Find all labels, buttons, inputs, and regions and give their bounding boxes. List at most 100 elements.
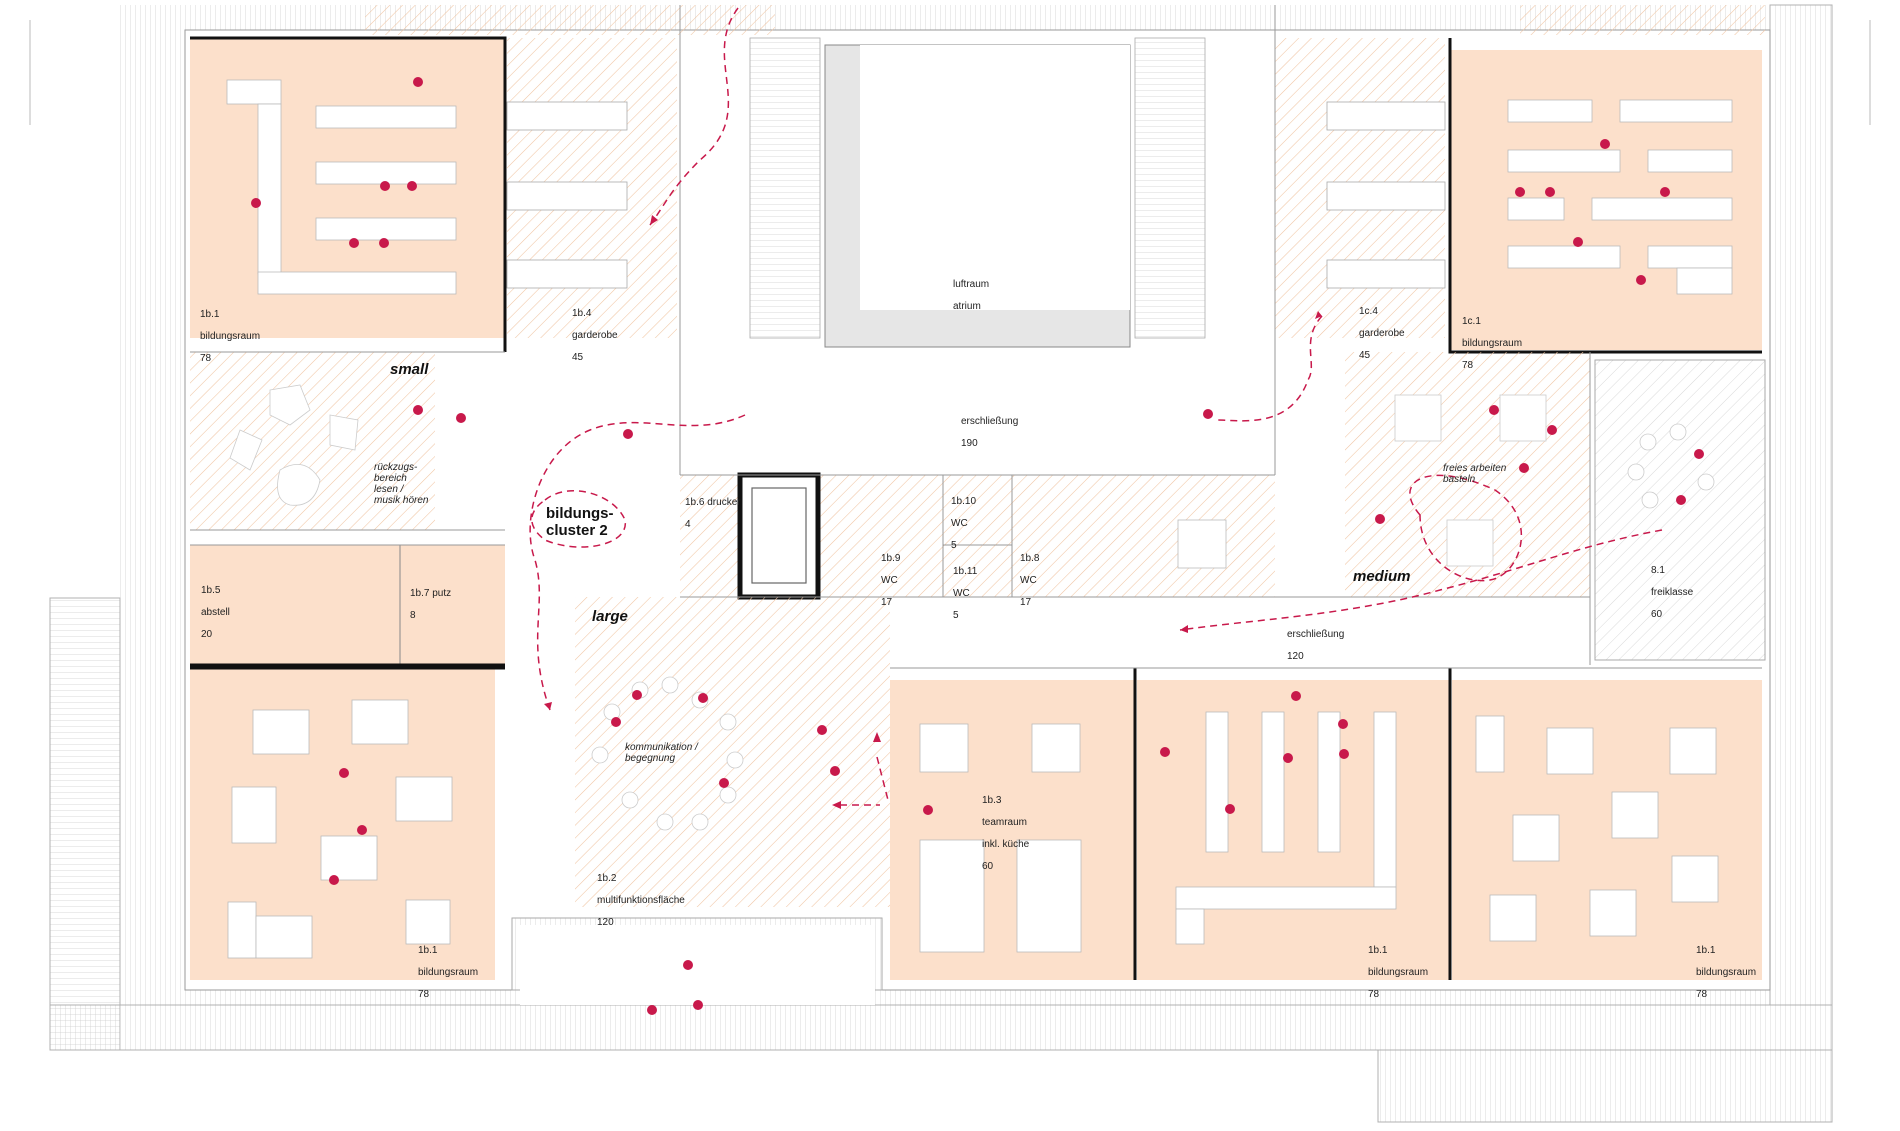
zone-small-hatch	[190, 352, 435, 530]
room-area: 120	[597, 917, 614, 928]
structure-lines	[190, 5, 1762, 669]
room-area: 17	[1020, 597, 1032, 608]
activity-kommunikation: kommunikation / begegnung	[625, 742, 698, 764]
path-arrowheads	[544, 215, 1322, 809]
room-1b1-bottom-middle-label: 1b.1 bildungsraum 78	[1368, 934, 1428, 1011]
room-name: erschließung	[961, 416, 1019, 427]
room-area: 78	[418, 989, 430, 1000]
room-code: 8.1	[1651, 565, 1665, 576]
stool-ring	[591, 676, 744, 831]
room-area: 78	[1696, 989, 1708, 1000]
room-area: 45	[572, 352, 584, 363]
atrium-void	[824, 44, 1131, 348]
room-1b1-bottom-right	[1452, 680, 1762, 980]
medium-furniture	[1394, 394, 1547, 567]
room-area: 45	[1359, 350, 1371, 361]
room-1c4-label: 1c.4 garderobe 45	[1359, 295, 1405, 372]
stairs-left	[749, 37, 821, 339]
lounge-furniture	[229, 384, 359, 506]
activity-rueckzug: rückzugs- bereich lesen / musik hören	[374, 462, 429, 506]
room-code: 1b.11	[953, 566, 978, 577]
room-name: luftraum	[953, 279, 990, 290]
zone-small-title: small	[390, 361, 429, 378]
room-name: bildungsraum	[1462, 338, 1523, 349]
room-area: 78	[1462, 360, 1474, 371]
room-1b6-label: 1b.6 drucker 4	[685, 486, 741, 541]
cluster-title: bildungs- cluster 2	[546, 505, 614, 539]
room-name: teamraum	[982, 817, 1028, 828]
core-wc	[680, 472, 1275, 600]
room-name: WC	[953, 588, 970, 599]
room-81-label: 8.1 freiklasse 60	[1651, 554, 1693, 631]
zone-medium-title: medium	[1353, 568, 1411, 585]
lower-terrace	[511, 917, 883, 1005]
room-1b1-bottom-left-label: 1b.1 bildungsraum 78	[418, 934, 478, 1011]
room-name: freiklasse	[1651, 587, 1694, 598]
room-1b1-bottom-middle	[1137, 680, 1449, 980]
room-1b3-label: 1b.3 teamraum inkl. küche 60	[982, 784, 1029, 883]
room-1b10-label: 1b.10 WC 5	[951, 485, 976, 562]
room-area: 190	[961, 438, 978, 449]
room-code: 1c.1	[1462, 316, 1481, 327]
room-1b2-label: 1b.2 multifunktionsfläche 120	[597, 862, 685, 939]
room-name: WC	[951, 518, 968, 529]
room-code: 1b.2	[597, 873, 617, 884]
atrium-label: luftraum atrium	[953, 268, 989, 323]
room-1c1	[1448, 38, 1762, 354]
room-1b11-label: 1b.11 WC 5	[953, 555, 977, 632]
room-name: WC	[881, 575, 898, 586]
room-area: 20	[201, 629, 213, 640]
room-area: 5	[951, 540, 957, 551]
erschliessung-top-label: erschließung 190	[961, 405, 1018, 460]
room-subname: atrium	[953, 301, 981, 312]
room-1b1-top-left	[190, 36, 507, 352]
room-1b7-label: 1b.7 putz 8	[410, 577, 451, 632]
room-area: 120	[1287, 651, 1304, 662]
room-name: garderobe	[1359, 328, 1405, 339]
room-area: 78	[200, 353, 212, 364]
room-area: 5	[953, 610, 959, 621]
freiklasse	[1594, 359, 1766, 661]
room-1b5-label: 1b.5 abstell 20	[201, 574, 230, 651]
room-code: 1b.4	[572, 308, 592, 319]
stairs-right	[1134, 37, 1206, 339]
room-subname: inkl. küche	[982, 839, 1030, 850]
room-1b1-bottom-left	[190, 666, 505, 980]
room-code: 1b.9	[881, 553, 901, 564]
chair-markers	[251, 77, 1704, 1015]
room-name: bildungsraum	[1368, 967, 1429, 978]
room-code: 1b.8	[1020, 553, 1040, 564]
room-code: 1b.1	[1368, 945, 1388, 956]
garderobe-benches-left	[506, 101, 628, 289]
room-name: garderobe	[572, 330, 618, 341]
room-name: bildungsraum	[418, 967, 479, 978]
room-1b4-label: 1b.4 garderobe 45	[572, 297, 618, 374]
room-1b3	[890, 680, 1135, 980]
activity-freies-arbeiten: freies arbeiten basteln	[1443, 463, 1507, 485]
room-area: 78	[1368, 989, 1380, 1000]
room-1b1-bottom-right-label: 1b.1 bildungsraum 78	[1696, 934, 1756, 1011]
room-name: bildungsraum	[200, 331, 261, 342]
room-name: erschließung	[1287, 629, 1345, 640]
room-name: multifunktionsfläche	[597, 895, 685, 906]
room-name: abstell	[201, 607, 230, 618]
room-name: bildungsraum	[1696, 967, 1757, 978]
room-name: WC	[1020, 575, 1037, 586]
room-code: 1c.4	[1359, 306, 1378, 317]
zone-large-title: large	[592, 608, 628, 625]
erschliessung-bottom-label: erschließung 120	[1287, 618, 1344, 673]
room-code: 1b.1	[1696, 945, 1716, 956]
room-code: 1b.3	[982, 795, 1002, 806]
room-code: 1b.7 putz	[410, 588, 452, 599]
room-1c1-label: 1c.1 bildungsraum 78	[1462, 305, 1522, 382]
room-1b9-label: 1b.9 WC 17	[881, 542, 900, 619]
room-area: 8	[410, 610, 416, 621]
garderobe-benches-right	[1326, 101, 1446, 289]
room-code: 1b.6 drucker	[685, 497, 741, 508]
circulation-paths	[529, 7, 1663, 806]
room-area: 60	[982, 861, 994, 872]
room-1b1-label: 1b.1 bildungsraum 78	[200, 298, 260, 375]
room-area: 4	[685, 519, 691, 530]
room-code: 1b.1	[418, 945, 438, 956]
